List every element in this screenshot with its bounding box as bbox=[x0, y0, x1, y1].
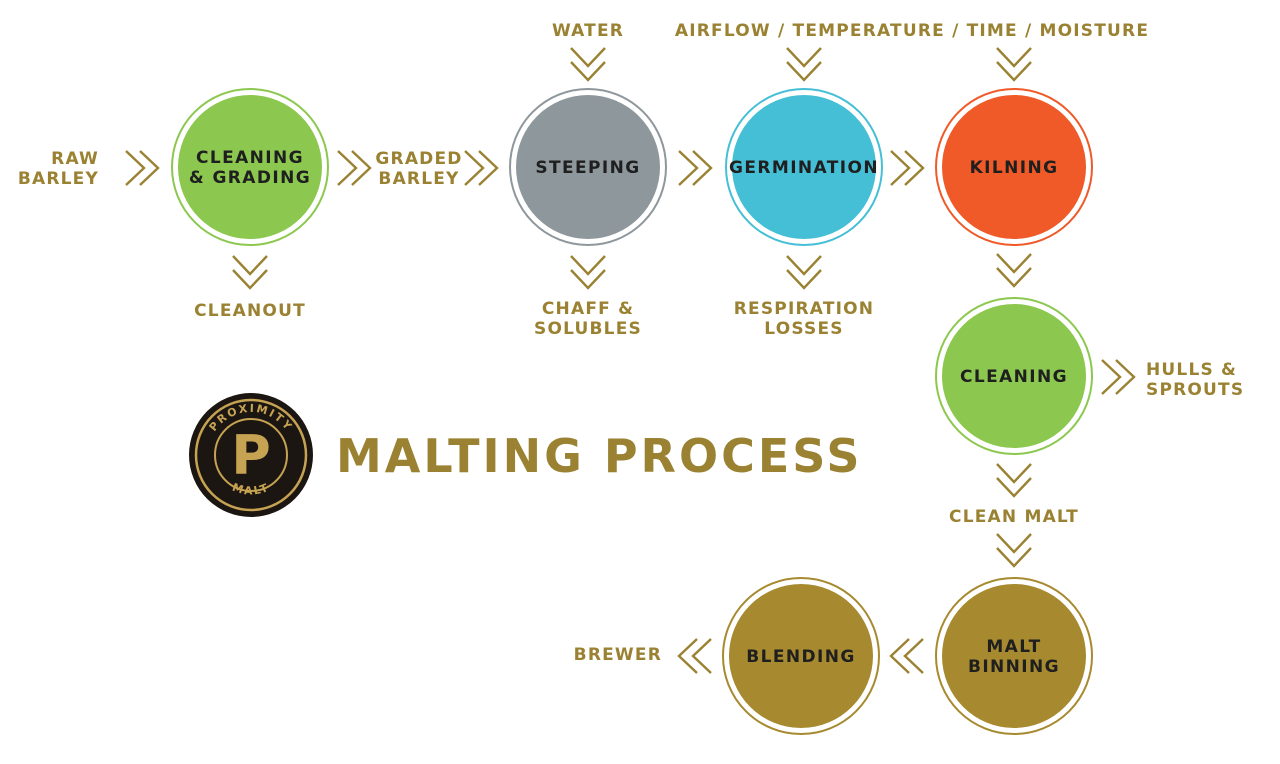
label-hulls-sprouts: HULLS &SPROUTS bbox=[1146, 360, 1244, 400]
arrow-blending-to-brewer bbox=[677, 638, 712, 674]
arrow-steeping-to-germination bbox=[678, 150, 713, 186]
node-steeping: STEEPING bbox=[509, 88, 667, 246]
label-chaff-solubles: CHAFF &SOLUBLES bbox=[534, 299, 642, 339]
arrow-kilning-to-cleaning bbox=[996, 253, 1032, 288]
arrow-germination-to-kilning bbox=[890, 150, 925, 186]
arrow-clean-malt-to-binning bbox=[996, 533, 1032, 568]
node-cleaning-grading-label: CLEANING& GRADING bbox=[189, 148, 311, 188]
logo-outer-ring bbox=[194, 398, 308, 512]
node-germination-fill bbox=[732, 95, 876, 239]
arrow-to-hulls bbox=[1101, 359, 1136, 395]
arrow-to-graded-barley bbox=[337, 150, 372, 186]
label-cleanout: CLEANOUT bbox=[194, 301, 306, 321]
node-kilning: KILNING bbox=[935, 88, 1093, 246]
logo-inner-ring bbox=[214, 418, 288, 492]
arrow-cleaning-to-clean-malt bbox=[996, 463, 1032, 498]
proximity-malt-logo: PROXIMITY MALT P bbox=[189, 393, 313, 517]
arrow-binning-to-blending bbox=[889, 638, 924, 674]
node-cleaning-label: CLEANING bbox=[960, 367, 1068, 387]
node-blending-fill bbox=[729, 584, 873, 728]
arrow-to-cleanout bbox=[232, 255, 268, 290]
node-cleaning: CLEANING bbox=[935, 297, 1093, 455]
label-clean-malt: CLEAN MALT bbox=[949, 507, 1079, 527]
label-brewer: BREWER bbox=[574, 645, 662, 665]
node-germination: GERMINATION bbox=[725, 88, 883, 246]
node-blending-label: BLENDING bbox=[746, 647, 855, 667]
logo-outer-disc bbox=[189, 393, 313, 517]
node-cleaning-grading: CLEANING& GRADING bbox=[171, 88, 329, 246]
node-steeping-label: STEEPING bbox=[535, 158, 640, 178]
node-malt-binning-fill bbox=[942, 584, 1086, 728]
flow-arrows bbox=[125, 47, 1136, 674]
arrow-water-in bbox=[570, 47, 606, 82]
arrow-airflow-in-germination bbox=[786, 47, 822, 82]
node-steeping-fill bbox=[516, 95, 660, 239]
label-water: WATER bbox=[552, 21, 624, 41]
process-nodes: CLEANING& GRADING STEEPING GERMINATION KILN… bbox=[171, 88, 1093, 735]
arrow-to-respiration bbox=[786, 255, 822, 290]
arrow-to-chaff bbox=[570, 255, 606, 290]
logo-letter: P bbox=[231, 424, 271, 487]
arrow-graded-to-steeping bbox=[464, 150, 499, 186]
arrow-airflow-in-kilning bbox=[996, 47, 1032, 82]
node-kilning-label: KILNING bbox=[970, 158, 1059, 178]
node-germination-label: GERMINATION bbox=[729, 158, 879, 178]
node-cleaning-fill bbox=[942, 304, 1086, 448]
node-cleaning-grading-fill bbox=[178, 95, 322, 239]
node-blending: BLENDING bbox=[722, 577, 880, 735]
arrow-raw-barley-in bbox=[125, 150, 160, 186]
label-airflow: AIRFLOW / TEMPERATURE / TIME / MOISTURE bbox=[675, 21, 1149, 41]
node-kilning-fill bbox=[942, 95, 1086, 239]
logo-bottom-text: MALT bbox=[230, 481, 271, 498]
page-title: MALTING PROCESS bbox=[336, 429, 862, 483]
